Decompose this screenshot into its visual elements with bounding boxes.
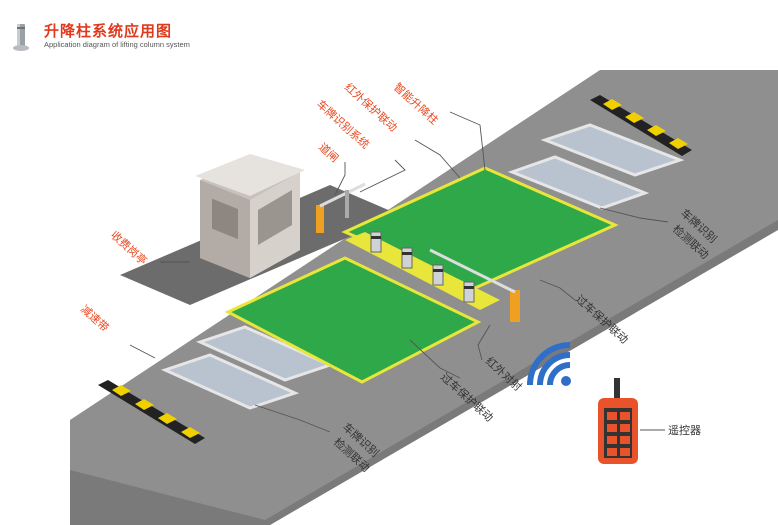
bollard-4 <box>463 281 475 303</box>
leader-plate-detect-bottom <box>254 404 331 433</box>
leader-infrared-guard <box>414 139 461 179</box>
label-remote-control: 遥控器 <box>668 423 701 437</box>
label-barrier-gate: 道闸 <box>316 140 342 165</box>
wifi-icon <box>527 342 571 386</box>
barrier-gate-right <box>429 248 520 322</box>
label-toll-booth: 收费岗亭 <box>108 228 150 268</box>
bollard-strip <box>345 232 500 310</box>
leader-barrier-gate <box>334 162 346 196</box>
road-shadow <box>70 220 778 525</box>
leader-speed-bump <box>129 344 156 359</box>
page-title: 升降柱系统应用图 <box>44 22 173 40</box>
leader-plate-detect-top <box>599 207 669 223</box>
page-subtitle: Application diagram of lifting column sy… <box>44 40 190 49</box>
leader-infrared-pair <box>477 324 491 361</box>
detection-pad-top-2 <box>507 155 650 210</box>
toll-booth-building <box>195 154 305 278</box>
bollards <box>370 231 475 303</box>
leader-plate-recognition <box>359 159 406 193</box>
leader-guard-right <box>539 279 576 301</box>
label-smart-bollard: 智能升降柱 <box>391 80 441 127</box>
bollard-3 <box>432 264 444 286</box>
leader-guard-center <box>409 339 461 379</box>
leader-smart-bollard <box>449 111 486 171</box>
safe-zone-lower <box>224 256 482 384</box>
camera-post <box>345 190 349 218</box>
barrier-gate-left <box>316 182 366 233</box>
detection-pad-top-1 <box>540 123 685 177</box>
bollard-icon <box>13 24 29 51</box>
speed-bump-bottom <box>98 380 205 444</box>
label-speed-bump: 减速带 <box>78 303 111 335</box>
detection-pad-bottom-2 <box>160 353 300 410</box>
bollard-1 <box>370 231 382 253</box>
speed-bump-top <box>590 95 692 156</box>
header: 升降柱系统应用图 Application diagram of lifting … <box>0 0 778 60</box>
bollard-2 <box>401 247 413 269</box>
remote-control-icon <box>598 378 638 464</box>
